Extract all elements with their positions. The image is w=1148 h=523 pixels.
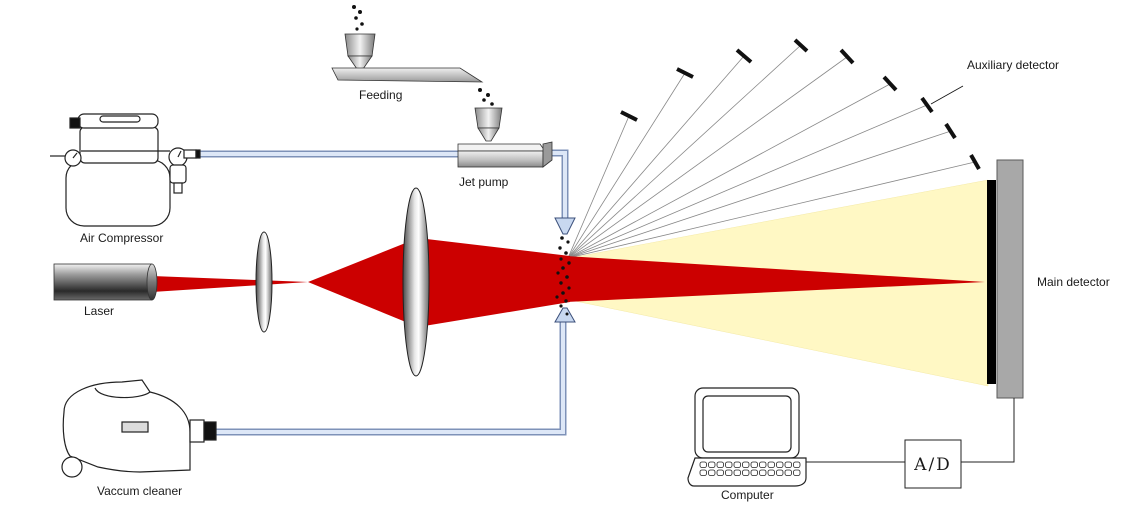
jet-pump-icon (457, 107, 553, 168)
main-detector-panel (996, 159, 1024, 399)
keyboard-key (759, 461, 767, 468)
vacuum-pipe (216, 318, 567, 436)
laser-beam (152, 238, 985, 327)
keyboard-key (776, 469, 784, 476)
lower-nozzle (554, 307, 576, 323)
keyboard-key (699, 461, 707, 468)
main-detector-label: Main detector (1037, 275, 1110, 289)
computer-label: Computer (721, 488, 774, 502)
particle-stream (555, 236, 571, 316)
vacuum-cleaner-label: Vaccum cleaner (97, 484, 182, 498)
detector-wire (961, 398, 1015, 463)
keyboard-key (725, 469, 733, 476)
laser-label: Laser (84, 304, 114, 318)
small-lens (255, 231, 273, 333)
keyboard-key (767, 469, 775, 476)
auxiliary-detectors (620, 38, 981, 170)
keyboard-key (708, 469, 716, 476)
keyboard-key (716, 461, 724, 468)
auxiliary-detector-label: Auxiliary detector (967, 58, 1059, 72)
air-compressor-label: Air Compressor (80, 231, 163, 245)
vacuum-cleaner-icon (61, 379, 217, 478)
keyboard-key (742, 461, 750, 468)
ad-converter-label: A/D (913, 455, 952, 475)
keyboard-key (759, 469, 767, 476)
keyboard-key (793, 461, 801, 468)
keyboard-key (750, 469, 758, 476)
ad-converter-box (904, 439, 962, 489)
keyboard-key (733, 461, 741, 468)
auxiliary-detector-leader (930, 85, 964, 105)
laptop-keyboard (699, 461, 801, 476)
hopper-icon (331, 5, 484, 83)
large-lens (402, 187, 430, 377)
keyboard-key (725, 461, 733, 468)
jet-pump-label: Jet pump (459, 175, 509, 189)
keyboard-key (784, 461, 792, 468)
feed-particles (478, 88, 494, 106)
keyboard-key (742, 469, 750, 476)
keyboard-key (793, 469, 801, 476)
keyboard-key (750, 461, 758, 468)
keyboard-key (784, 469, 792, 476)
laser-icon (53, 263, 158, 301)
keyboard-key (708, 461, 716, 468)
upper-nozzle (554, 217, 576, 235)
keyboard-key (767, 461, 775, 468)
feeding-label: Feeding (359, 88, 402, 102)
keyboard-key (733, 469, 741, 476)
scatter-rays (567, 44, 976, 259)
keyboard-key (716, 469, 724, 476)
keyboard-key (699, 469, 707, 476)
keyboard-key (776, 461, 784, 468)
air-compressor-icon (50, 113, 201, 227)
main-detector-face (987, 180, 996, 384)
